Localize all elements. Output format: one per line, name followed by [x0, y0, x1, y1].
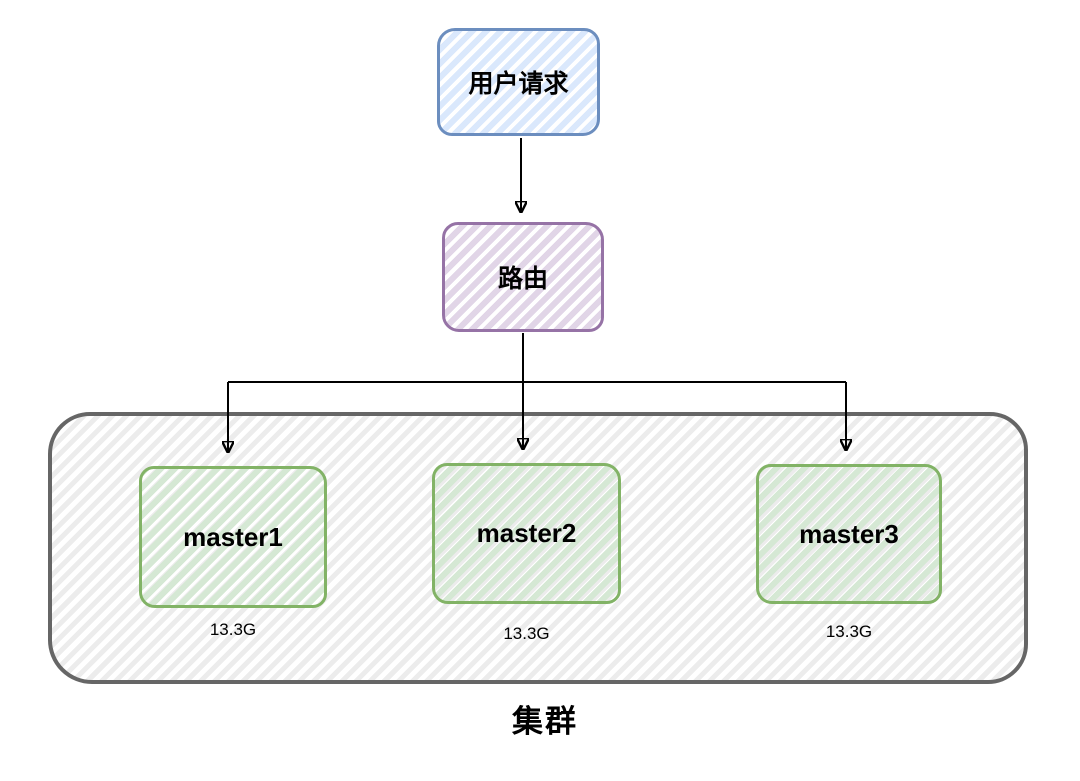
node-router-label: 路由	[497, 265, 548, 293]
node-master2-label: master2	[476, 518, 577, 548]
cluster-label: 集群	[512, 704, 578, 739]
node-master3-label: master3	[799, 518, 899, 549]
node-master2: master2	[432, 463, 621, 604]
master1-size-label: 13.3G	[209, 620, 257, 639]
cluster-container: master1 master2 master3 13.3G 13.3G 13.3…	[48, 412, 1028, 684]
node-master1-label: master1	[183, 521, 283, 552]
node-user-request-label: 用户请求	[468, 70, 569, 98]
master3-size-label: 13.3G	[825, 622, 873, 641]
node-router: 路由	[442, 222, 604, 332]
master2-size-label: 13.3G	[503, 624, 550, 643]
node-user-request: 用户请求	[437, 28, 600, 136]
node-master3: master3	[756, 464, 942, 604]
node-master1: master1	[139, 466, 327, 608]
